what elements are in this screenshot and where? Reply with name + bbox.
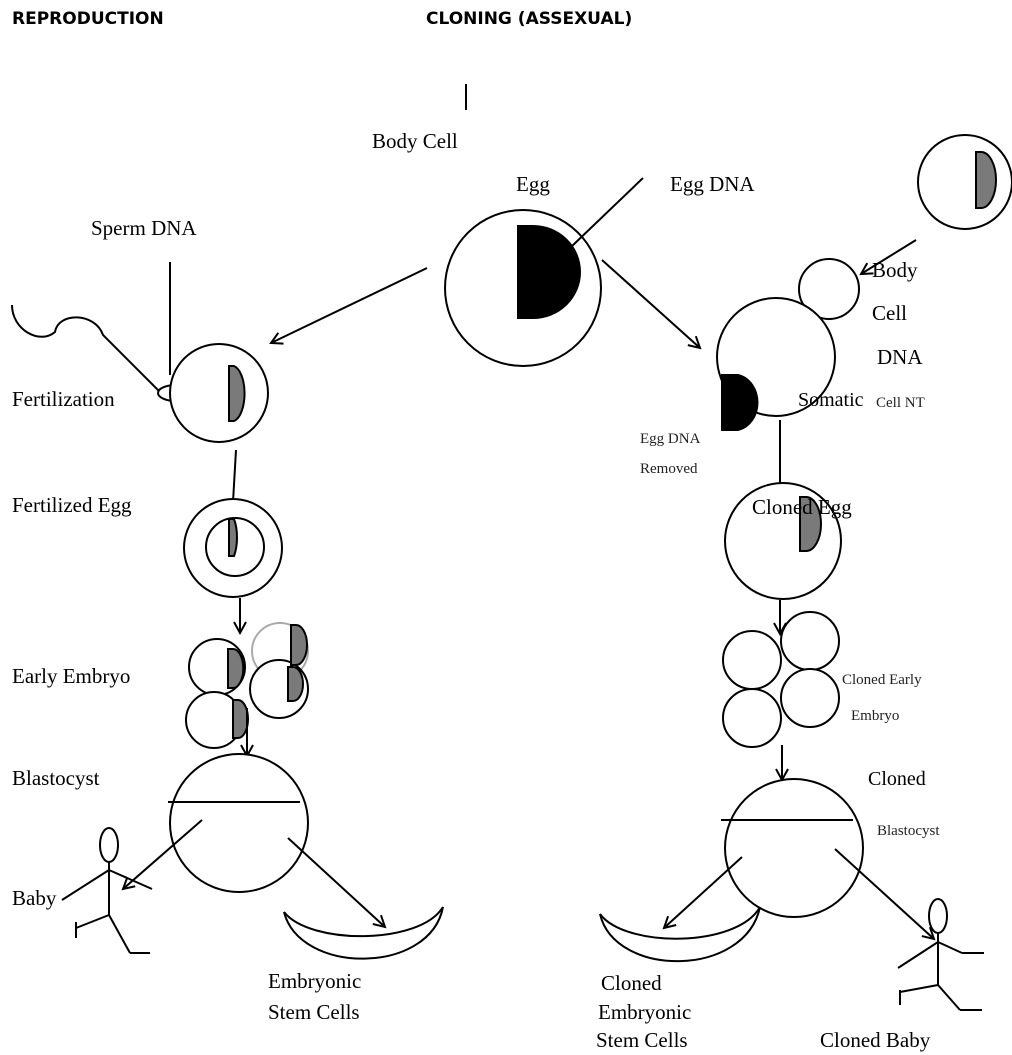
cloned-baby-figure — [897, 898, 984, 1011]
label-blastocyst: Blastocyst — [12, 766, 100, 790]
label-cloned-embryo: Embryo — [851, 708, 899, 724]
baby-figure — [61, 827, 153, 954]
label-dna: DNA — [877, 345, 923, 369]
label-cell-nt: Cell NT — [876, 395, 925, 411]
blastocyst — [168, 753, 309, 893]
label-body-cell-top: Body Cell — [372, 129, 458, 153]
label-cloned-stem-3: Stem Cells — [596, 1028, 688, 1052]
label-cloned-stem-2: Embryonic — [598, 1000, 691, 1024]
header-cloning: CLONING (ASSEXUAL) — [426, 9, 632, 29]
label-somatic: Somatic — [798, 389, 864, 411]
header-reproduction: REPRODUCTION — [12, 9, 164, 29]
arrow-egg-to-fertilization — [271, 267, 428, 343]
label-cloned-egg: Cloned Egg — [752, 495, 852, 519]
label-embryonic-2: Stem Cells — [268, 1000, 360, 1024]
cloned-stem-cells-dish — [599, 906, 761, 963]
early-embryo — [185, 622, 309, 749]
body-cell-top-right — [917, 134, 1012, 230]
fertilization-cell — [169, 343, 269, 443]
label-cloned-stem-1: Cloned — [601, 971, 662, 995]
label-cloned-baby: Cloned Baby — [820, 1028, 931, 1052]
arrow-body-cell-to-dna — [861, 239, 917, 274]
arrow-cloned-blastocyst-to-baby — [834, 848, 934, 939]
label-egg: Egg — [516, 172, 550, 196]
fertilized-egg-cell — [183, 498, 283, 598]
label-cloned-early: Cloned Early — [842, 672, 922, 688]
somatic-nt-egg — [716, 297, 836, 431]
fertilized-egg-nucleus — [228, 518, 238, 557]
body-cell-dna-circle — [798, 258, 860, 320]
fertilization-connector — [232, 449, 237, 503]
label-embryonic-1: Embryonic — [268, 969, 361, 993]
arrow-cloned-blastocyst-to-stem-cells — [664, 856, 743, 928]
label-cloned-blastocyst-2: Blastocyst — [877, 823, 940, 839]
cloned-blastocyst — [721, 778, 864, 918]
fertilization-nucleus — [228, 365, 246, 422]
label-fertilized-egg: Fertilized Egg — [12, 493, 132, 517]
label-fertilization: Fertilization — [12, 387, 115, 411]
label-body: Body — [872, 258, 918, 282]
label-egg-dna: Egg DNA — [670, 172, 755, 196]
embryonic-stem-cells-dish — [283, 906, 444, 960]
egg-dna-pointer — [570, 177, 644, 248]
egg-cell — [444, 209, 602, 367]
label-baby: Baby — [12, 886, 57, 910]
label-early-embryo: Early Embryo — [12, 664, 130, 688]
label-sperm-dna: Sperm DNA — [91, 216, 197, 240]
arrow-egg-to-somatic — [601, 259, 700, 348]
cloned-early-embryo — [722, 611, 840, 748]
arrow-blastocyst-to-baby — [123, 819, 203, 889]
cloned-egg-cell — [724, 482, 842, 600]
arrow-blastocyst-to-stem-cells — [287, 837, 385, 927]
egg-nucleus — [517, 225, 581, 319]
label-egg-dna-removed-2: Removed — [640, 461, 698, 477]
label-cloned-blastocyst-1: Cloned — [868, 768, 926, 790]
label-egg-dna-removed-1: Egg DNA — [640, 431, 701, 447]
removed-egg-nucleus — [721, 374, 759, 431]
label-cell: Cell — [872, 301, 907, 325]
